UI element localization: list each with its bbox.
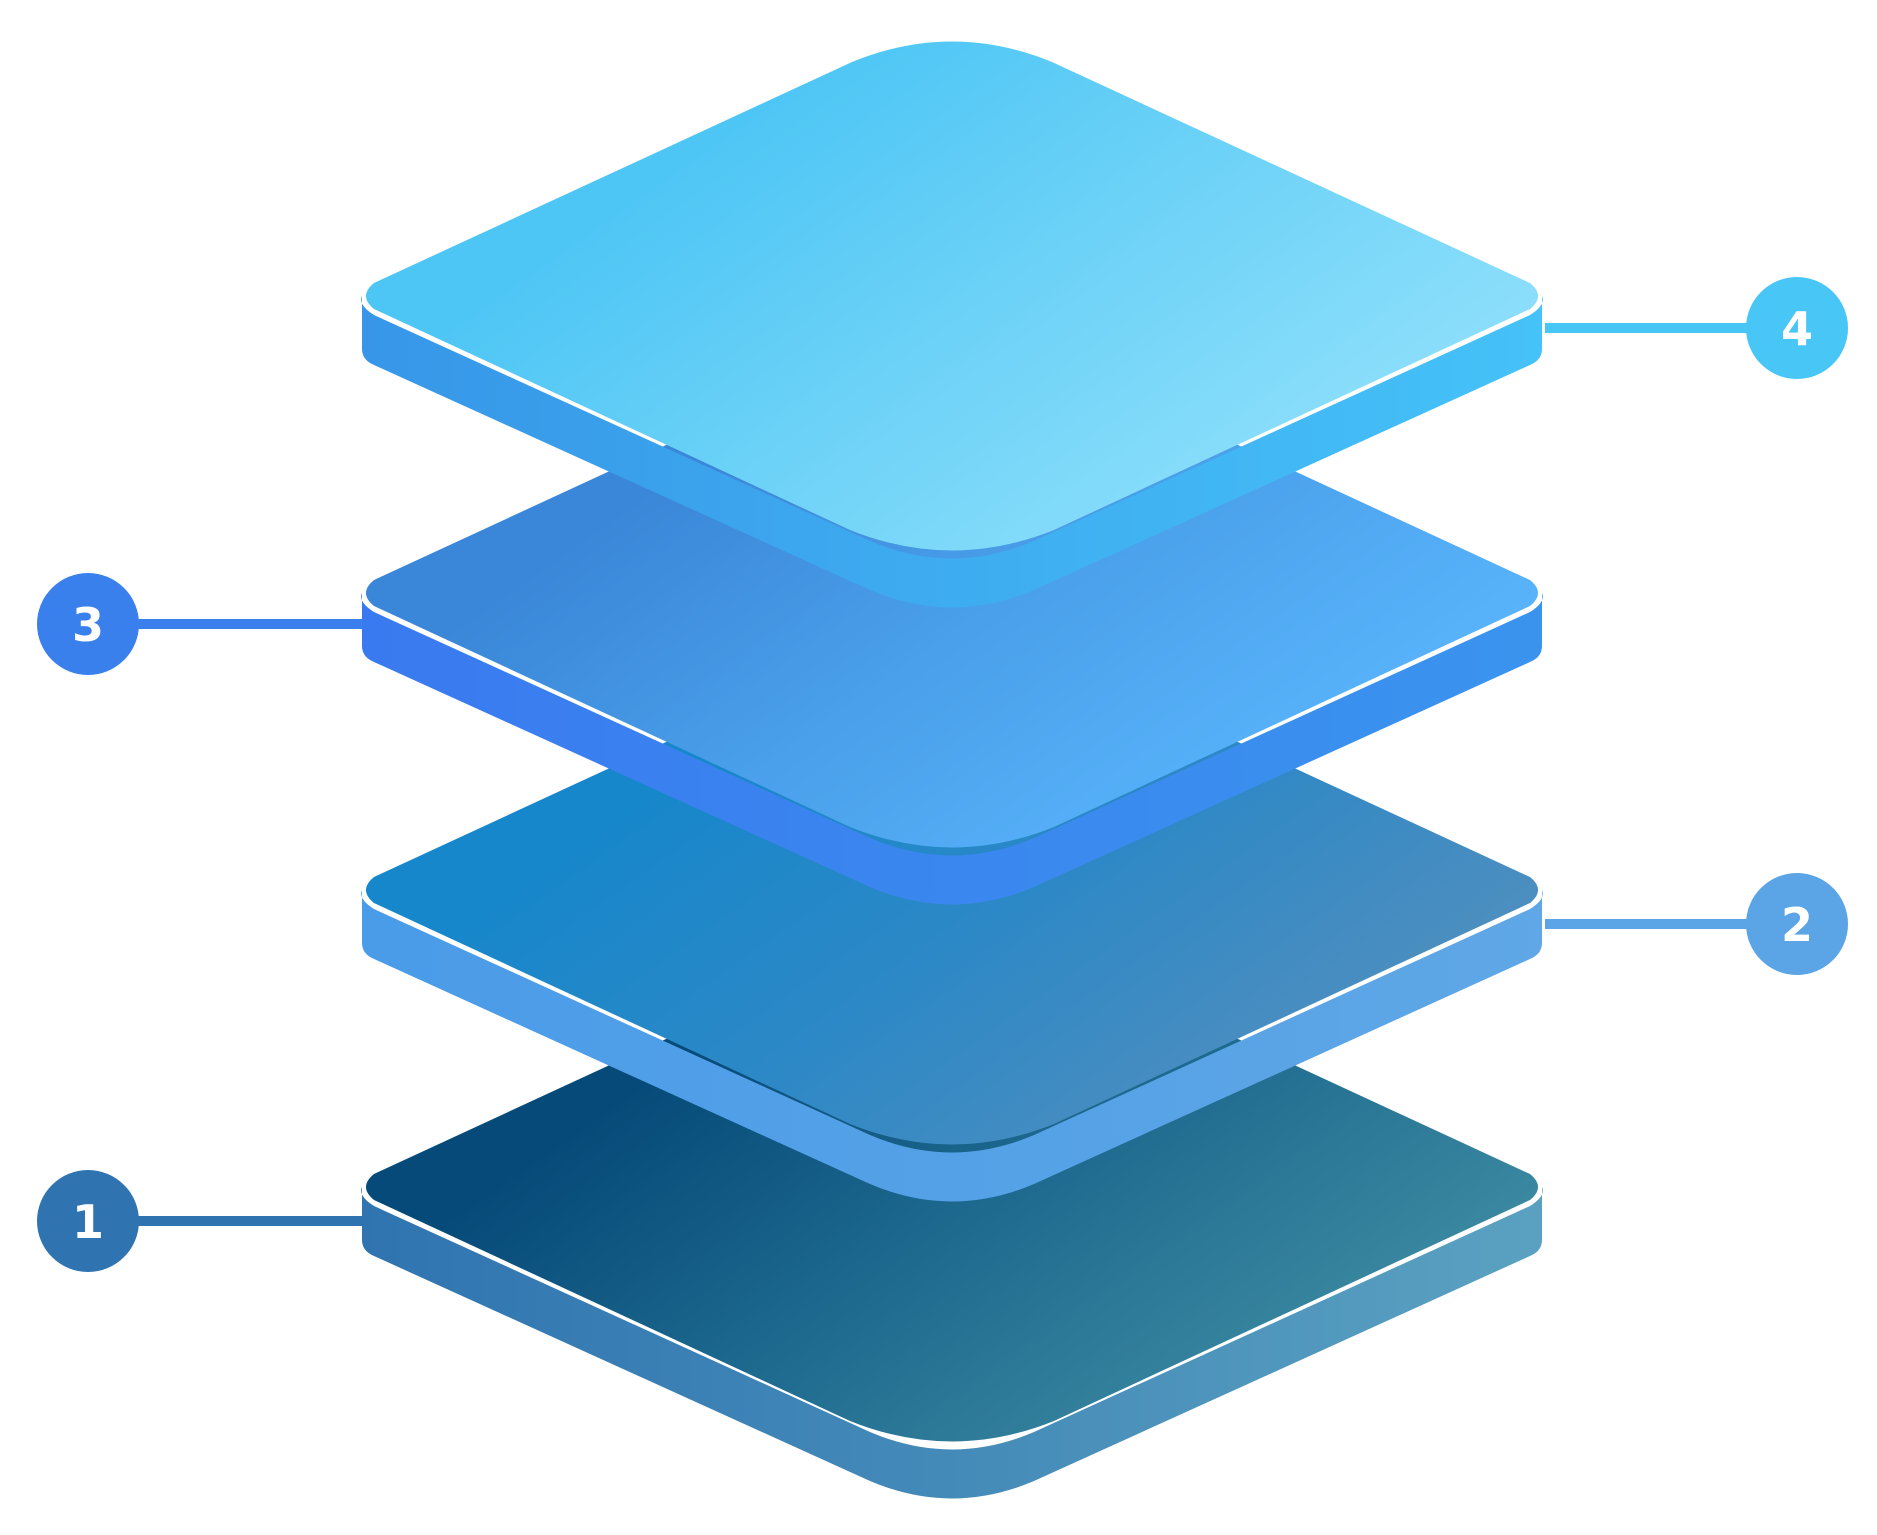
- callout-1-number: 1: [72, 1195, 104, 1249]
- layer-4: [361, 41, 1543, 608]
- callout-2-number: 2: [1781, 898, 1813, 952]
- layer-4-top: [366, 41, 1538, 551]
- layer-4-side: [361, 296, 1543, 608]
- layer-2-side: [361, 890, 1543, 1202]
- callout-2-badge: [1746, 873, 1848, 975]
- layer-1-side: [361, 1187, 1543, 1499]
- layer-3-side: [361, 593, 1543, 905]
- callout-1-badge: [37, 1170, 139, 1272]
- callout-4-badge: [1746, 277, 1848, 379]
- callout-3-badge: [37, 573, 139, 675]
- callout-3-number: 3: [72, 598, 104, 652]
- callout-4-number: 4: [1781, 302, 1813, 356]
- callout-3: 3: [37, 573, 362, 675]
- callout-1: 1: [37, 1170, 362, 1272]
- callout-4: 4: [1545, 277, 1848, 379]
- callout-2: 2: [1545, 873, 1848, 975]
